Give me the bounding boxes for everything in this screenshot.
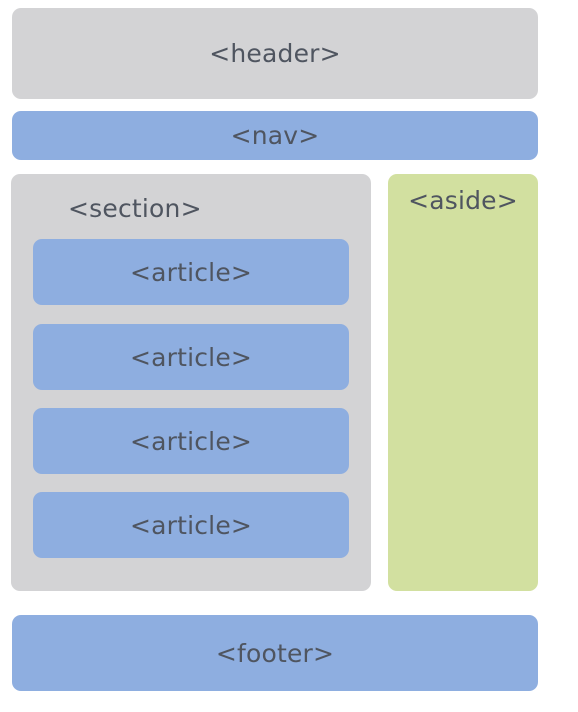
article-block: <article> <box>33 492 349 558</box>
nav-label: <nav> <box>230 121 320 150</box>
article-label: <article> <box>129 257 253 287</box>
header-label: <header> <box>209 39 341 68</box>
section-label: <section> <box>68 194 202 223</box>
header-block: <header> <box>12 8 538 99</box>
nav-block: <nav> <box>12 111 538 160</box>
article-label: <article> <box>129 342 253 372</box>
article-label: <article> <box>129 510 253 540</box>
footer-label: <footer> <box>215 638 335 668</box>
article-label: <article> <box>129 426 253 456</box>
article-block: <article> <box>33 239 349 305</box>
aside-label: <aside> <box>408 186 518 215</box>
article-block: <article> <box>33 408 349 474</box>
footer-block: <footer> <box>12 615 538 691</box>
page-margin <box>548 0 578 712</box>
aside-block: <aside> <box>388 174 538 591</box>
article-block: <article> <box>33 324 349 390</box>
